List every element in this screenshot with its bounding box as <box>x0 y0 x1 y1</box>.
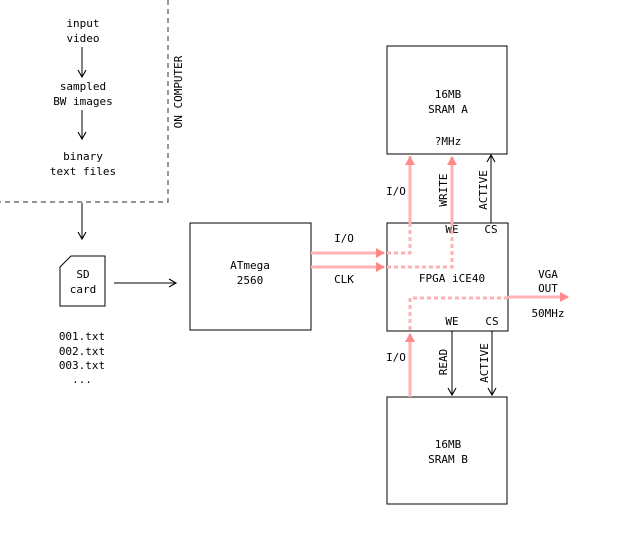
atmega-label-line2: 2560 <box>237 274 264 287</box>
fpga-we-top: WE <box>445 223 458 236</box>
step-sampled-images-line1: sampled <box>60 80 106 93</box>
signal-labels: I/O CLK I/O WRITE ACTIVE I/O READ ACTIVE… <box>334 170 565 383</box>
fpga-internal-write-path <box>387 158 454 269</box>
label-io-top: I/O <box>386 185 406 198</box>
file-item: 003.txt <box>59 359 105 372</box>
file-item: ... <box>72 373 92 386</box>
label-vga-line2: OUT <box>538 282 558 295</box>
sd-card-label-line2: card <box>70 283 97 296</box>
sd-card: SD card <box>59 255 106 307</box>
sram-a-block: 16MB SRAM A ?MHz <box>386 45 508 155</box>
on-computer-border <box>0 0 169 203</box>
label-active-top: ACTIVE <box>477 170 490 210</box>
sram-b-block: 16MB SRAM B <box>386 396 508 505</box>
label-clk: CLK <box>334 273 354 286</box>
atmega-block: ATmega 2560 <box>189 222 312 331</box>
label-io-bottom: I/O <box>386 351 406 364</box>
fpga-we-bottom: WE <box>445 315 458 328</box>
label-vga-clock: 50MHz <box>531 307 564 320</box>
label-write: WRITE <box>437 173 450 206</box>
atmega-label-line1: ATmega <box>230 259 270 272</box>
fpga-box <box>386 222 509 332</box>
signal-paths <box>311 156 569 397</box>
on-computer-region: ON COMPUTER input video sampled BW image… <box>0 0 185 203</box>
label-active-bottom: ACTIVE <box>478 343 491 383</box>
label-read: READ <box>437 349 450 376</box>
sram-b-label-line2: SRAM B <box>428 453 468 466</box>
sd-card-label-line1: SD <box>76 268 89 281</box>
file-item: 001.txt <box>59 330 105 343</box>
file-item: 002.txt <box>59 345 105 358</box>
fpga-internal-read-path <box>408 296 508 330</box>
control-lines <box>447 153 497 397</box>
atmega-box <box>189 222 312 331</box>
sram-a-label-line2: SRAM A <box>428 103 468 116</box>
sram-a-box <box>386 45 508 155</box>
fpga-block: FPGA iCE40 WE CS WE CS <box>386 222 509 332</box>
sram-b-label-line1: 16MB <box>435 438 462 451</box>
sram-a-label-line1: 16MB <box>435 88 462 101</box>
step-input-video-line2: video <box>66 32 99 45</box>
sram-a-clock: ?MHz <box>435 135 462 148</box>
step-sampled-images-line2: BW images <box>53 95 113 108</box>
step-binary-text-line1: binary <box>63 150 103 163</box>
label-vga-line1: VGA <box>538 268 558 281</box>
step-binary-text-line2: text files <box>50 165 116 178</box>
sd-card-icon <box>59 255 106 307</box>
sram-b-box <box>386 396 508 505</box>
fpga-label: FPGA iCE40 <box>419 272 485 285</box>
on-computer-label: ON COMPUTER <box>172 55 185 128</box>
file-list: 001.txt 002.txt 003.txt ... <box>59 330 105 386</box>
label-io-atmega: I/O <box>334 232 354 245</box>
fpga-cs-top: CS <box>484 223 497 236</box>
fpga-cs-bottom: CS <box>485 315 498 328</box>
step-input-video-line1: input <box>66 17 99 30</box>
